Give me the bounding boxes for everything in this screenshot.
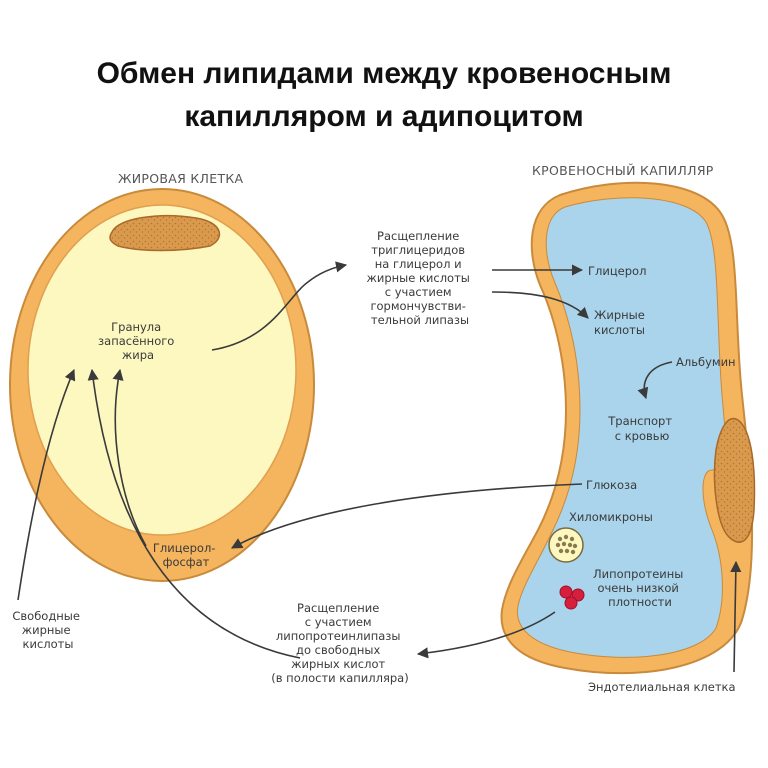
- arrow-lpl-to-free-fa: [416, 611, 556, 659]
- free-fa-label-2: жирные: [22, 623, 71, 637]
- glycerol-phosphate-label-2: фосфат: [163, 555, 210, 569]
- transport-label-2: с кровью: [615, 429, 670, 443]
- fatty-acids-label-1: Жирные: [594, 308, 645, 322]
- arrow-albumin: [637, 361, 673, 400]
- capillary: [500, 181, 756, 675]
- lpl-label: Расщепление с участием липопротеинлипазы…: [271, 601, 408, 685]
- hydrolysis-label-5: с участием: [385, 285, 452, 299]
- transport-label-1: Транспорт: [607, 414, 672, 428]
- arrow-lpl-to-granule: [87, 368, 301, 659]
- arrow-to-fatty-acids: [491, 291, 589, 319]
- fat-cell-header: ЖИРОВАЯ КЛЕТКА: [118, 171, 244, 186]
- vldl-label-1: Липопротеины: [593, 567, 683, 581]
- chylomicron-particle: [548, 527, 584, 563]
- fatty-acids-label: Жирные кислоты: [594, 308, 649, 337]
- granule-label: Гранула запасённого жира: [98, 320, 178, 362]
- glycerol-label: Глицерол: [588, 264, 646, 278]
- arrow-granule-to-hydrolysis: [211, 261, 348, 351]
- fat-cell-nucleus: [109, 214, 221, 252]
- granule-label-3: жира: [122, 348, 154, 362]
- hydrolysis-label-1: Расщепление: [377, 229, 459, 243]
- hydrolysis-label-4: жирные кислоты: [366, 271, 469, 285]
- transport-label: Транспорт с кровью: [607, 414, 675, 443]
- lpl-label-5: жирных кислот: [291, 657, 385, 671]
- glycerol-phosphate-label-1: Глицерол-: [153, 541, 216, 555]
- arrow-endothelial: [730, 560, 742, 673]
- title-line-2: капилляром и адипоцитом: [184, 100, 584, 133]
- vldl-label-3: плотности: [608, 595, 672, 609]
- lpl-label-1: Расщепление: [297, 601, 379, 615]
- lpl-label-6: (в полости капилляра): [271, 671, 408, 685]
- fat-granule: [27, 204, 297, 536]
- hydrolysis-label-2: триглицеридов: [371, 243, 465, 257]
- endothelial-label: Эндотелиальная клетка: [588, 680, 736, 694]
- free-fa-label-3: кислоты: [23, 637, 74, 651]
- lpl-label-3: липопротеинлипазы: [276, 629, 401, 643]
- hydrolysis-label-6: гормончувстви-: [370, 299, 465, 313]
- vldl-label-2: очень низкой: [597, 581, 678, 595]
- chylomicrons-label: Хиломикроны: [569, 510, 653, 524]
- albumin-label: Альбумин: [676, 355, 736, 369]
- fat-cell: [9, 188, 315, 582]
- vldl-particles: [559, 585, 585, 610]
- hydrolysis-label-7: тельной липазы: [371, 313, 469, 327]
- capillary-header: КРОВЕНОСНЫЙ КАПИЛЛЯР: [532, 163, 714, 178]
- lpl-label-4: до свободных: [296, 643, 380, 657]
- glucose-label: Глюкоза: [586, 478, 637, 492]
- arrow-glycerophosphate-up: [112, 368, 147, 547]
- arrow-glucose-to-glycerophosphate: [231, 483, 583, 549]
- title-line-1: Обмен липидами между кровеносным: [96, 57, 672, 90]
- glycerol-phosphate-label: Глицерол- фосфат: [153, 541, 219, 569]
- free-fa-label: Свободные жирные кислоты: [12, 609, 83, 651]
- free-fa-label-1: Свободные: [12, 609, 80, 623]
- granule-label-2: запасённого: [98, 334, 174, 348]
- hydrolysis-label-3: на глицерол и: [375, 257, 462, 271]
- hydrolysis-label: Расщепление триглицеридов на глицерол и …: [366, 229, 473, 327]
- granule-label-1: Гранула: [111, 320, 161, 334]
- endothelial-cell: [713, 417, 756, 543]
- lpl-label-2: с участием: [305, 615, 372, 629]
- fatty-acids-label-2: кислоты: [594, 323, 645, 337]
- vldl-label: Липопротеины очень низкой плотности: [593, 567, 687, 609]
- arrow-free-fa-up: [17, 368, 76, 601]
